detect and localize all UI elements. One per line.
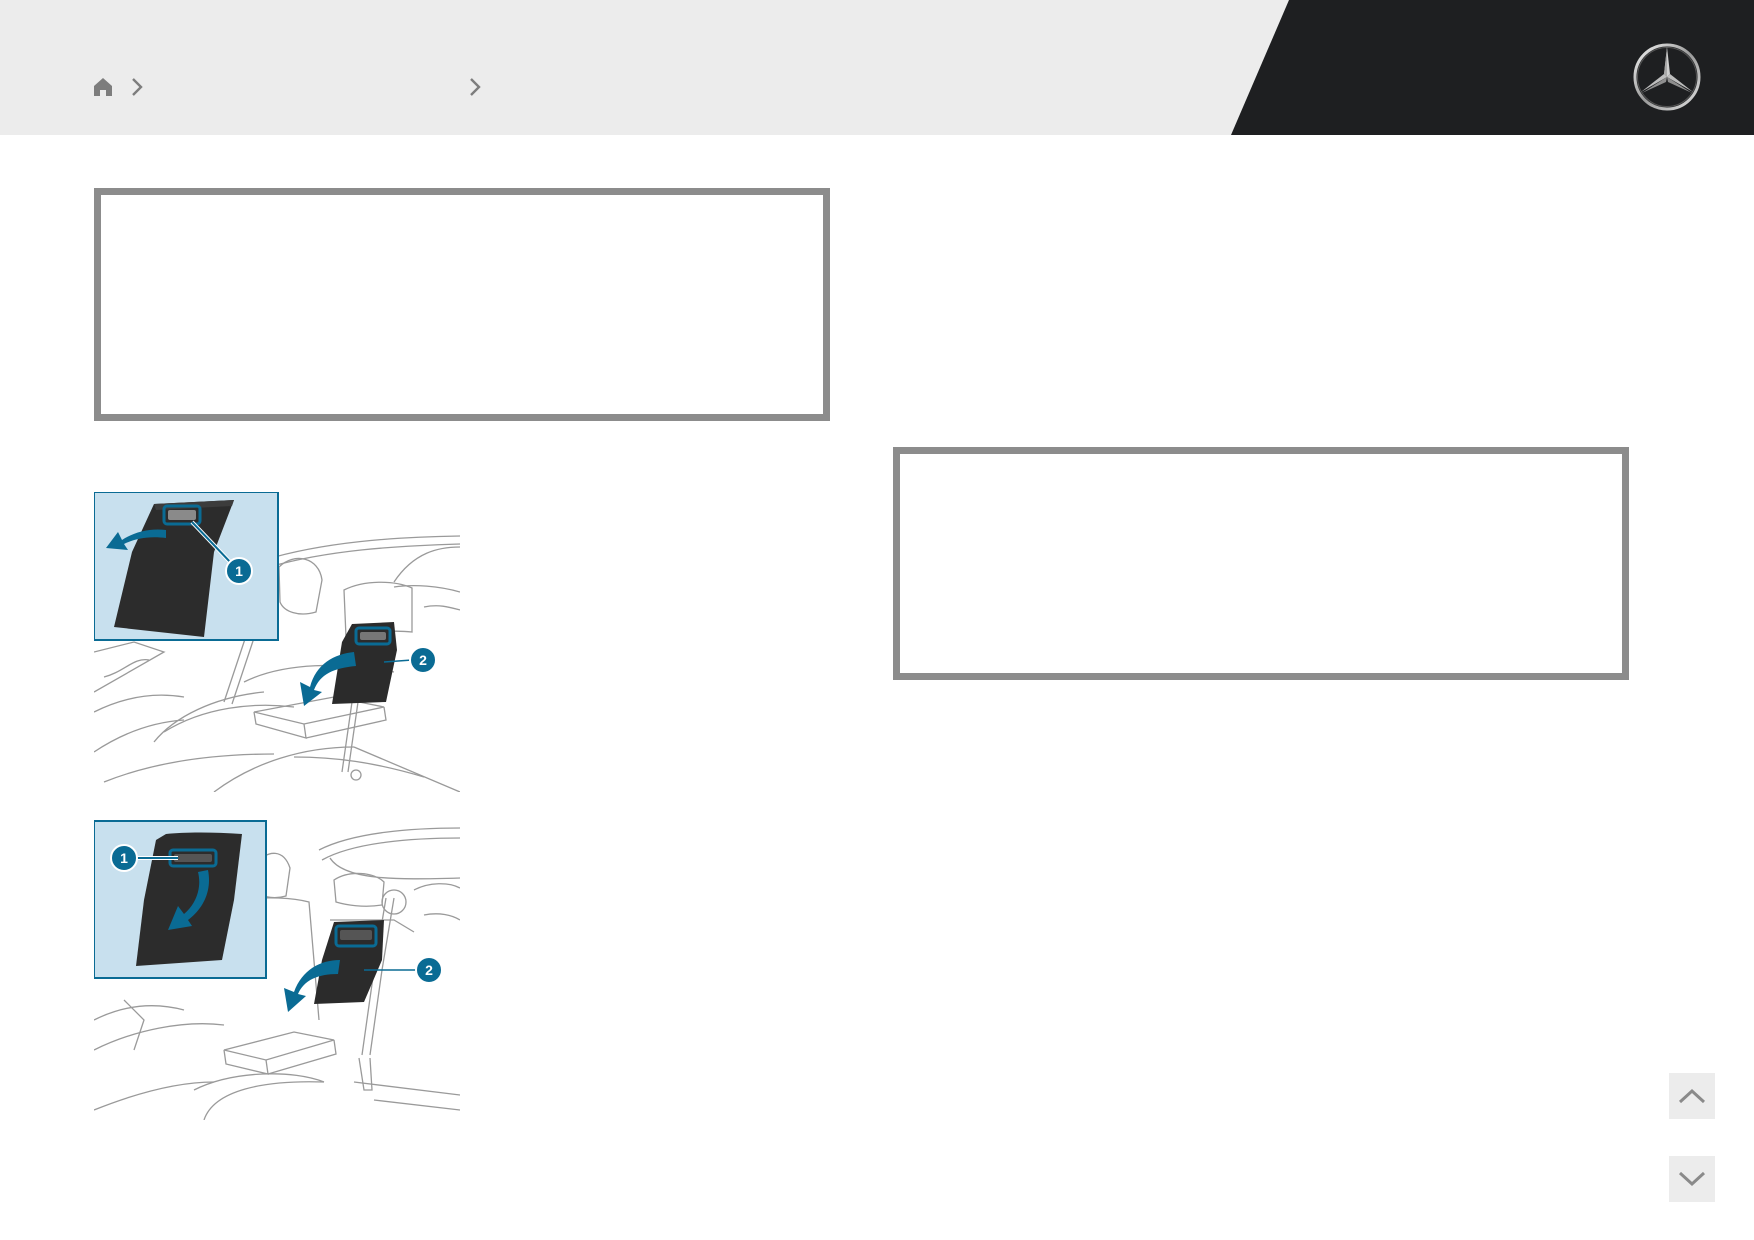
- breadcrumb-separator: [130, 72, 144, 102]
- mercedes-star-icon: [1633, 43, 1701, 111]
- chevron-up-icon: [1678, 1088, 1706, 1104]
- warning-box-right: [893, 447, 1629, 680]
- rear-seat-backrest-release-illustration: 2 1: [94, 820, 460, 1120]
- callout-1-label: 1: [120, 850, 128, 866]
- warning-box-left: [94, 188, 830, 421]
- callout-2-label: 2: [419, 652, 427, 668]
- rear-seat-armrest-release-illustration: 2 1: [94, 492, 460, 792]
- breadcrumb-separator: [468, 72, 482, 102]
- home-icon: [94, 78, 112, 96]
- callout-1-label: 1: [235, 563, 243, 579]
- scroll-down-button[interactable]: [1669, 1156, 1715, 1202]
- home-button[interactable]: [90, 72, 116, 102]
- breadcrumb-item-1[interactable]: [144, 72, 454, 102]
- breadcrumb: [90, 72, 482, 102]
- chevron-right-icon: [132, 78, 143, 96]
- scroll-up-button[interactable]: [1669, 1073, 1715, 1119]
- mercedes-star-logo[interactable]: [1632, 42, 1702, 112]
- chevron-down-icon: [1678, 1171, 1706, 1187]
- chevron-right-icon: [470, 78, 481, 96]
- header-dark-panel: [1231, 0, 1754, 135]
- callout-2-label: 2: [425, 962, 433, 978]
